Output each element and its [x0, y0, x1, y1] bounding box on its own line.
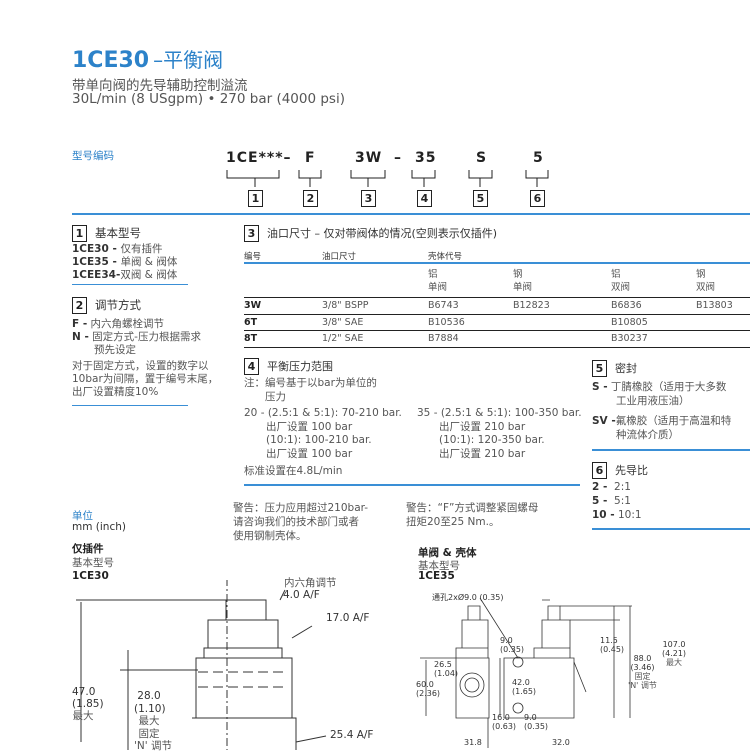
row-code: 8T	[244, 333, 258, 344]
drawing-2-sub: 基本型号	[418, 560, 460, 572]
col-header: 编号	[244, 252, 262, 262]
model-name: 1CE30	[72, 48, 150, 73]
table-cell: B10536	[428, 316, 465, 328]
drawing-1-model: 1CE30	[72, 570, 109, 582]
dim-28: 28.0(1.10)最大固定'N' 调节	[134, 690, 172, 752]
row-divider	[244, 330, 750, 331]
code-box-6: 6	[530, 187, 553, 207]
drawing-2-model: 1CE35	[418, 570, 455, 582]
specs: 30L/min (8 USgpm) • 270 bar (4000 psi)	[72, 91, 345, 107]
section-2-list: F - 内六角螺栓调节 N - 固定方式-压力根据需求 预先设定 对于固定方式，…	[72, 318, 219, 398]
table-cell: B6836	[611, 300, 642, 311]
material-subheader: 铝单阀	[428, 269, 448, 293]
table-cell: B7884	[428, 333, 459, 344]
material-subheader: 钢单阀	[513, 269, 533, 293]
table-rule	[244, 262, 750, 264]
drawing-1-title: 仅插件	[72, 543, 104, 555]
dim-label: 11.5(0.45)	[600, 636, 625, 654]
row-divider	[244, 313, 750, 315]
table-cell: B10805	[611, 316, 648, 328]
dim-label: 60.0(2.36)	[416, 680, 441, 698]
code-box-5: 5	[473, 187, 496, 207]
row-divider	[244, 347, 750, 348]
row-code: 6T	[244, 316, 258, 328]
code-part: F	[305, 150, 316, 166]
code-part: 3W	[355, 150, 383, 166]
code-part: 35	[415, 150, 437, 166]
units-value: mm (inch)	[72, 521, 126, 533]
dim-label: 17.0 A/F	[326, 612, 370, 624]
warning-pressure: 警告：压力应用超过210bar-请咨询我们的技术部门或者使用钢制壳体。	[233, 502, 369, 542]
table-cell: B6743	[428, 300, 459, 311]
product-name: –平衡阀	[153, 48, 224, 72]
code-part: 5	[533, 150, 544, 166]
dim-label: 31.8	[464, 738, 482, 747]
code-part: –	[394, 150, 402, 166]
material-subheader: 铝双阀	[611, 269, 631, 293]
code-box-2: 2	[303, 187, 326, 207]
table-cell: 3/8" BSPP	[322, 300, 369, 311]
ordering-label: 型号编码	[72, 150, 114, 162]
dim-label: 9.0(0.35)	[524, 713, 549, 731]
row-divider	[244, 297, 750, 298]
dim-label: 32.0	[552, 738, 570, 747]
range-35: 35 - (2.5:1 & 5:1): 100-350 bar.出厂设置 210…	[417, 407, 582, 460]
drawing-1-sub: 基本型号	[72, 557, 114, 569]
table-cell: B13803	[696, 300, 733, 311]
dim-label: 9.0(0.35)	[500, 636, 525, 654]
code-box-4: 4	[417, 187, 440, 207]
code-part: S	[476, 150, 488, 166]
section-4-note: 注：编号基于以bar为单位的压力	[244, 377, 377, 403]
section-5-list: S - 丁腈橡胶（适用于大多数 工业用液压油） SV -氟橡胶（适用于高温和特 …	[592, 381, 732, 441]
dim-label: 16.0(0.63)	[492, 713, 517, 731]
dim-label: 25.4 A/F	[330, 729, 374, 741]
divider	[244, 484, 580, 486]
cartridge-drawing	[76, 580, 327, 750]
drawing-2-title: 单阀 & 壳体	[418, 547, 477, 559]
col-header: 油口尺寸	[322, 252, 357, 262]
code-part: 1CE***–	[226, 150, 292, 166]
divider	[592, 528, 750, 530]
section-6-list: 2 - 2:1 5 - 5:1 10 - 10:1	[592, 481, 642, 521]
code-box-1: 1	[248, 187, 271, 207]
code-box-3: 3	[361, 187, 384, 207]
units-label: 单位	[72, 510, 93, 522]
table-cell: B12823	[513, 300, 550, 311]
table-cell: B30237	[611, 333, 648, 344]
page-title: 1CE30–平衡阀	[72, 44, 223, 73]
divider	[592, 449, 750, 451]
row-code: 3W	[244, 300, 262, 311]
standard-setting: 标准设置在4.8L/min	[244, 465, 343, 477]
divider	[72, 213, 750, 215]
dim-label: 通孔2xØ9.0 (0.35)	[432, 593, 504, 602]
divider	[72, 284, 188, 285]
dim-47: 47.0(1.85)最大	[72, 686, 104, 722]
section-1-list: 1CE30 - 仅有插件 1CE35 - 单阀 & 阀体 1CEE34-双阀 &…	[72, 243, 178, 281]
subtitle: 带单向阀的先导辅助控制溢流	[72, 78, 248, 94]
table-cell: 3/8" SAE	[322, 316, 364, 328]
warning-torque: 警告：“F”方式调整紧固螺母扭矩20至25 Nm.。	[406, 502, 539, 528]
divider	[72, 405, 188, 406]
dim-label: 26.5(1.04)	[434, 660, 459, 678]
range-20: 20 - (2.5:1 & 5:1): 70-210 bar.出厂设置 100 …	[244, 407, 402, 460]
dim-label: 内六角调节	[284, 577, 337, 589]
dim-label: 4.0 A/F	[283, 589, 320, 601]
code-brackets	[226, 170, 549, 187]
col-header: 壳体代号	[428, 252, 463, 262]
table-cell: 1/2" SAE	[322, 333, 364, 344]
material-subheader: 钢双阀	[696, 269, 716, 293]
valve-body-drawing	[420, 597, 632, 748]
dim-label: 88.0(3.46)固定'N' 调节	[628, 654, 657, 690]
dim-label: 42.0(1.65)	[512, 678, 537, 696]
dim-label: 107.0(4.21)最大	[662, 640, 687, 667]
